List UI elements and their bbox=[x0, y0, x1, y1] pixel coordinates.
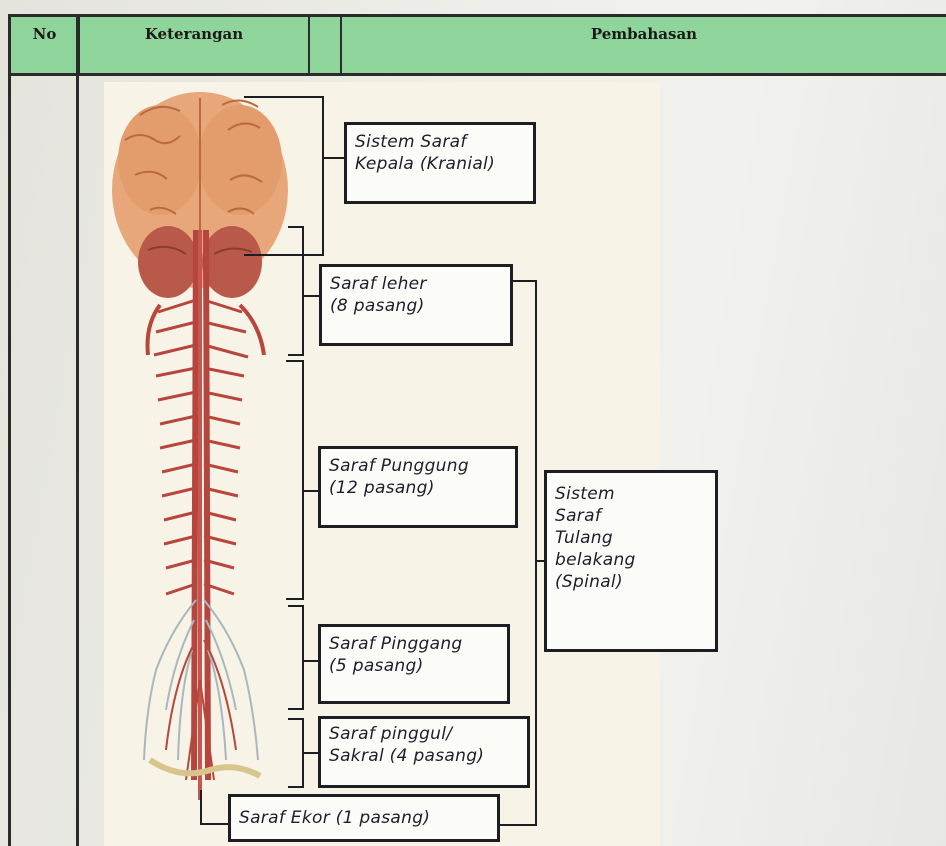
label-kranial-line1: Sistem Saraf bbox=[355, 131, 525, 153]
label-ekor: Saraf Ekor (1 pasang) bbox=[228, 794, 500, 842]
connector-punggung bbox=[304, 490, 318, 492]
label-pinggang-line2: (5 pasang) bbox=[329, 655, 499, 677]
bracket-pinggang bbox=[288, 605, 304, 710]
connector-ekor bbox=[200, 823, 230, 825]
label-kranial: Sistem Saraf Kepala (Kranial) bbox=[344, 122, 536, 204]
bracket-punggung bbox=[286, 360, 304, 600]
bracket-kranial bbox=[244, 96, 324, 256]
connector-ekor-vertical bbox=[200, 790, 202, 824]
bracket-sakral bbox=[288, 718, 304, 788]
label-ekor-text: Saraf Ekor (1 pasang) bbox=[239, 807, 489, 829]
label-sakral: Saraf pinggul/ Sakral (4 pasang) bbox=[318, 716, 530, 788]
label-pinggang-line1: Saraf Pinggang bbox=[329, 633, 499, 655]
label-spinal-line2: Saraf bbox=[555, 505, 707, 527]
connector-spinal-bottom bbox=[500, 824, 537, 826]
label-spinal-line4: belakang bbox=[555, 549, 707, 571]
connector-pinggang bbox=[304, 660, 318, 662]
label-spinal-line5: (Spinal) bbox=[555, 571, 707, 593]
label-leher-line1: Saraf leher bbox=[330, 273, 502, 295]
connector-sakral bbox=[304, 752, 318, 754]
connector-spinal-top bbox=[511, 280, 537, 282]
label-spinal-line1: Sistem bbox=[555, 483, 707, 505]
label-spinal-line3: Tulang bbox=[555, 527, 707, 549]
connector-leher bbox=[304, 295, 320, 297]
label-punggung: Saraf Punggung (12 pasang) bbox=[318, 446, 518, 528]
label-kranial-line2: Kepala (Kranial) bbox=[355, 153, 525, 175]
label-leher-line2: (8 pasang) bbox=[330, 295, 502, 317]
connector-kranial bbox=[324, 157, 344, 159]
bracket-leher bbox=[288, 226, 304, 356]
label-leher: Saraf leher (8 pasang) bbox=[319, 264, 513, 346]
label-sakral-line1: Saraf pinggul/ bbox=[329, 723, 519, 745]
label-punggung-line2: (12 pasang) bbox=[329, 477, 507, 499]
label-pinggang: Saraf Pinggang (5 pasang) bbox=[318, 624, 510, 704]
label-punggung-line1: Saraf Punggung bbox=[329, 455, 507, 477]
label-sakral-line2: Sakral (4 pasang) bbox=[329, 745, 519, 767]
connector-spinal-vertical bbox=[535, 280, 537, 826]
label-spinal: Sistem Saraf Tulang belakang (Spinal) bbox=[544, 470, 718, 652]
